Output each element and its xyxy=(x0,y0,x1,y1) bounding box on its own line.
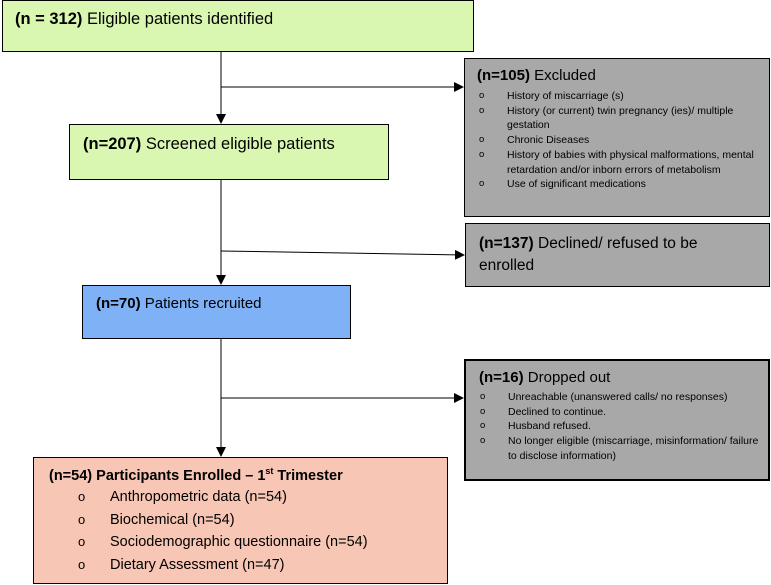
enrolled-assessment: Biochemical (n=54) xyxy=(78,509,368,532)
arrow-to-declined xyxy=(220,249,465,260)
recruited-label: Patients recruited xyxy=(144,295,262,312)
eligible-box: (n = 312) Eligible patients identified xyxy=(2,0,474,52)
enrolled-label: Participants Enrolled – 1 xyxy=(96,467,266,484)
eligible-title: (n = 312) Eligible patients identified xyxy=(15,10,273,29)
eligible-count: (n = 312) xyxy=(15,10,83,28)
excluded-reason: Use of significant medications xyxy=(479,177,763,192)
dropped-reasons-list: Unreachable (unanswered calls/ no respon… xyxy=(480,390,766,464)
declined-label: Declined/ refused to be enrolled xyxy=(479,235,698,274)
excluded-reasons-list: History of miscarriage (s) History (or c… xyxy=(479,89,763,192)
excluded-count: (n=105) xyxy=(477,67,530,84)
declined-title: (n=137) Declined/ refused to be enrolled xyxy=(479,233,749,277)
dropped-reason: Declined to continue. xyxy=(480,405,766,420)
enrolled-assessment: Dietary Assessment (n=47) xyxy=(78,554,368,577)
eligible-label: Eligible patients identified xyxy=(87,10,274,28)
excluded-reason: History (or current) twin pregnancy (ies… xyxy=(479,104,763,133)
enrolled-label-end: Trimester xyxy=(273,467,343,484)
dropped-title: (n=16) Dropped out xyxy=(479,369,610,386)
enrolled-assessment: Anthropometric data (n=54) xyxy=(78,486,368,509)
recruited-count: (n=70) xyxy=(96,295,141,312)
recruited-title: (n=70) Patients recruited xyxy=(96,295,262,312)
declined-box: (n=137) Declined/ refused to be enrolled xyxy=(465,223,770,287)
dropped-reason: No longer eligible (miscarriage, misinfo… xyxy=(480,434,766,463)
enrolled-label-sup: st xyxy=(265,466,274,476)
enrolled-title: (n=54) Participants Enrolled – 1st Trime… xyxy=(49,466,343,484)
excluded-reason: History of miscarriage (s) xyxy=(479,89,763,104)
dropped-count: (n=16) xyxy=(479,369,524,386)
enrolled-assessments-list: Anthropometric data (n=54) Biochemical (… xyxy=(78,486,368,576)
screened-title: (n=207) Screened eligible patients xyxy=(83,135,335,154)
dropped-reason: Husband refused. xyxy=(480,419,766,434)
enrolled-box: (n=54) Participants Enrolled – 1st Trime… xyxy=(33,457,448,584)
dropped-reason: Unreachable (unanswered calls/ no respon… xyxy=(480,390,766,405)
enrolled-count: (n=54) xyxy=(49,467,93,484)
screened-label: Screened eligible patients xyxy=(145,135,335,153)
excluded-label: Excluded xyxy=(534,67,596,84)
screened-count: (n=207) xyxy=(83,135,142,153)
dropped-label: Dropped out xyxy=(527,369,611,386)
dropped-box: (n=16) Dropped out Unreachable (unanswer… xyxy=(464,359,770,481)
excluded-reason: History of babies with physical malforma… xyxy=(479,148,763,177)
excluded-title: (n=105) Excluded xyxy=(477,67,596,84)
recruited-box: (n=70) Patients recruited xyxy=(82,285,351,339)
screened-box: (n=207) Screened eligible patients xyxy=(69,124,389,180)
excluded-reason: Chronic Diseases xyxy=(479,133,763,148)
enrolled-assessment: Sociodemographic questionnaire (n=54) xyxy=(78,531,368,554)
excluded-box: (n=105) Excluded History of miscarriage … xyxy=(464,58,770,217)
declined-count: (n=137) xyxy=(479,235,534,252)
